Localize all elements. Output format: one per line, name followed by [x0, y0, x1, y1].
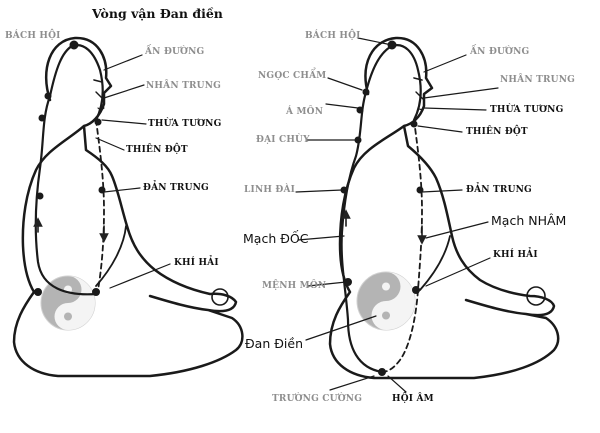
left-label-dan-trung: ĐẢN TRUNG — [143, 183, 209, 193]
left-label-khi-hai: KHÍ HẢI — [174, 258, 219, 268]
right-label-an-duong: ẤN ĐƯỜNG — [470, 47, 530, 57]
right-label-bach-hoi: BÁCH HỘI — [305, 31, 361, 41]
right-figure — [295, 36, 560, 393]
right-label-thua-tuong: THỪA TƯƠNG — [490, 105, 564, 115]
right-label-dai-chuy: ĐẠI CHÙY — [256, 135, 310, 145]
right-label-mach-doc: Mạch ĐỐC — [243, 231, 309, 246]
left-label-an-duong: ẤN ĐƯỜNG — [145, 47, 205, 57]
diagram-title: Vòng vận Đan điền — [92, 6, 223, 21]
right-label-dan-trung: ĐẢN TRUNG — [466, 185, 532, 195]
left-label-bach-hoi: BÁCH HỘI — [5, 31, 61, 41]
right-label-linh-dai: LINH ĐÀI — [244, 185, 296, 195]
left-label-thien-dot: THIÊN ĐỘT — [126, 145, 188, 155]
right-label-a-mon: Á MÔN — [286, 107, 324, 117]
left-figure — [12, 36, 244, 378]
left-governing-channel — [34, 44, 104, 296]
left-yin-yang-icon — [40, 275, 96, 331]
right-label-nhan-trung: NHÂN TRUNG — [500, 75, 576, 85]
right-label-hoi-am: HỘI ÂM — [392, 394, 434, 404]
left-body-outline — [12, 36, 244, 378]
right-label-dan-dien: Đan Điền — [245, 336, 304, 351]
right-yin-yang-icon — [356, 271, 416, 331]
right-body-outline — [328, 36, 560, 380]
left-label-thua-tuong: THỪA TƯƠNG — [148, 119, 222, 129]
right-label-truong-cuong: TRƯỜNG CƯỜNG — [272, 394, 363, 404]
right-label-menh-mon: MỆNH MÔN — [262, 281, 327, 291]
right-label-mach-nham: Mạch NHÂM — [491, 213, 567, 228]
left-label-nhan-trung: NHÂN TRUNG — [146, 81, 222, 91]
left-conception-channel — [95, 119, 105, 291]
right-label-ngoc-cham: NGỌC CHẨM — [258, 71, 327, 81]
right-label-thien-dot: THIÊN ĐỘT — [466, 127, 528, 137]
right-conception-channel — [381, 119, 423, 373]
right-label-khi-hai: KHÍ HẢI — [493, 250, 538, 260]
